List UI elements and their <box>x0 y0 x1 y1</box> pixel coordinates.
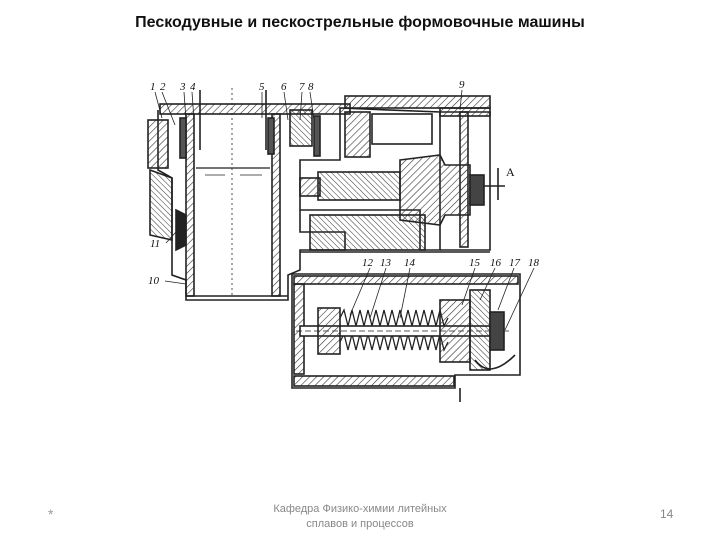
callout-18: 18 <box>528 257 540 269</box>
callout-16: 16 <box>490 257 502 269</box>
callout-6: 6 <box>281 81 287 93</box>
callout-7: 7 <box>299 81 305 93</box>
callout-11: 11 <box>150 238 160 250</box>
cylinder-left-wall <box>185 113 195 297</box>
footer-department-line2: сплавов и процессов <box>306 518 414 530</box>
callout-14: 14 <box>404 257 416 269</box>
callout-leaders <box>154 89 535 331</box>
callout-4: 4 <box>190 81 196 93</box>
callout-15: 15 <box>469 257 481 269</box>
upper-assembly <box>147 88 505 301</box>
page-number: 14 <box>660 507 674 521</box>
top-plate <box>159 103 351 115</box>
section-mark: А <box>506 165 515 179</box>
callout-8: 8 <box>308 81 314 93</box>
callout-10: 10 <box>148 275 160 287</box>
callout-9: 9 <box>459 79 465 91</box>
spring <box>339 308 449 352</box>
callout-2: 2 <box>160 81 166 93</box>
callout-3: 3 <box>179 81 186 93</box>
footer-department-line1: Кафедра Физико-химии литейных <box>273 503 447 515</box>
lower-assembly <box>291 273 521 402</box>
footer-bullet: * <box>48 506 54 522</box>
callout-5: 5 <box>259 81 265 93</box>
lower-housing <box>291 273 521 389</box>
feed-screw <box>317 171 401 201</box>
callout-17: 17 <box>509 257 521 269</box>
callout-1: 1 <box>150 81 156 93</box>
slide-title: Пескодувные и пескострельные формовочные… <box>135 14 585 31</box>
callout-13: 13 <box>380 257 392 269</box>
footer-department: Кафедра Физико-химии литейных сплавов и … <box>240 502 480 532</box>
callout-12: 12 <box>362 257 374 269</box>
